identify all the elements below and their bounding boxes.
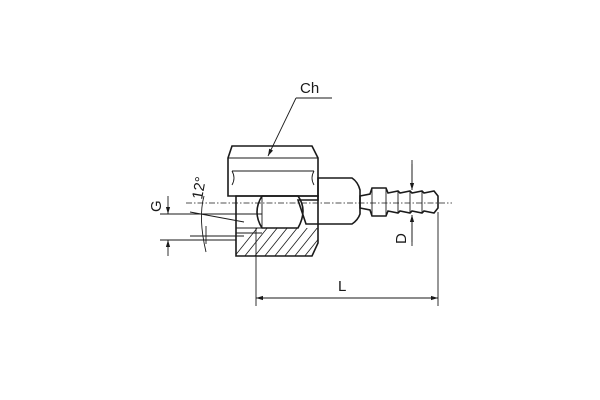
angle-dimension: [189, 195, 245, 253]
hex-nut: [227, 145, 319, 197]
d-label: D: [393, 233, 410, 244]
ball-nose: [256, 195, 304, 229]
ch-leader: [267, 97, 332, 157]
tube-body: [296, 177, 361, 225]
angle-label: 12°: [189, 175, 210, 200]
ch-label: Ch: [300, 80, 319, 97]
g-dimension: [160, 196, 236, 256]
g-label: G: [148, 200, 165, 212]
l-label: L: [338, 278, 346, 295]
l-dimension: [255, 212, 439, 306]
nut-section: [235, 195, 319, 257]
hose-barb: [359, 187, 439, 217]
